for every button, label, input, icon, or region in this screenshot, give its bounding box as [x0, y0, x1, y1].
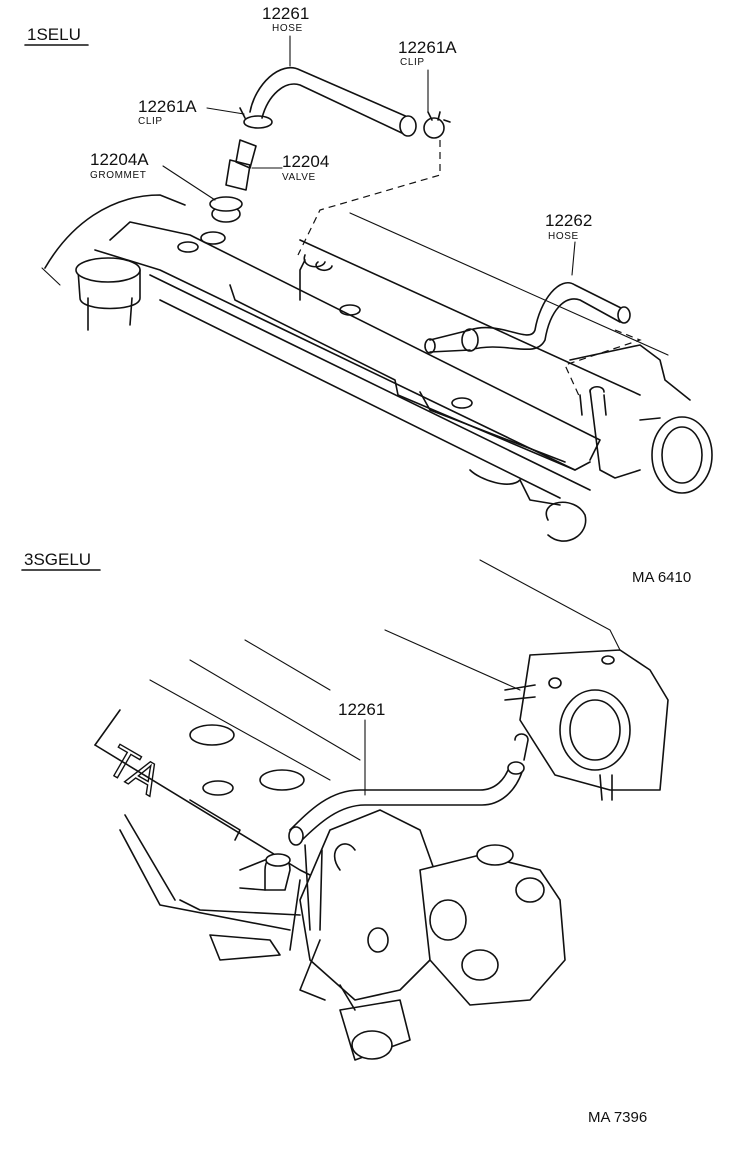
section-1selu: 1SELU	[24, 4, 713, 586]
part-desc-grommet: GROMMET	[90, 170, 146, 181]
part-desc-valve: VALVE	[282, 172, 316, 183]
leader-12262-hose	[571, 241, 576, 276]
part-number-12261a-clip-left: 12261A	[138, 97, 197, 116]
part-number-12261a-clip-right: 12261A	[398, 38, 457, 57]
leader-12261a-clip-left	[206, 107, 245, 115]
diagram-ref-ma7396: MA 7396	[588, 1109, 647, 1126]
routing-dashed-line-2	[564, 329, 642, 399]
hose-12261-lower-drawing	[288, 761, 525, 846]
part-number-12204a-grommet: 12204A	[90, 150, 149, 169]
part-desc-clip-left: CLIP	[138, 116, 163, 127]
part-number-12262-hose: 12262	[545, 211, 592, 230]
section-title-3sgelu: 3SGELU	[24, 550, 91, 569]
routing-dashed-line	[297, 140, 441, 256]
clip-12261a-right-drawing	[423, 111, 451, 139]
part-number-12261-hose: 12261	[262, 4, 309, 23]
hose-12261-drawing	[249, 67, 417, 137]
part-number-12261-lower: 12261	[338, 700, 385, 719]
part-desc-hose: HOSE	[272, 23, 303, 34]
part-desc-hose-12262: HOSE	[548, 231, 579, 242]
part-desc-clip-right: CLIP	[400, 57, 425, 68]
hose-12262-drawing	[303, 254, 631, 354]
diagram-ref-ma6410: MA 6410	[632, 569, 691, 586]
leader-12204a-grommet	[162, 165, 216, 201]
engine-lettering: TA	[99, 736, 170, 805]
section-3sgelu: 3SGELU	[21, 550, 669, 1126]
section-title-1selu: 1SELU	[27, 25, 81, 44]
pcv-valve-drawing	[209, 107, 273, 223]
engine-block-drawing: TA	[94, 559, 669, 1061]
part-number-12204-valve: 12204	[282, 152, 329, 171]
cylinder-head-cover-drawing	[41, 194, 713, 542]
